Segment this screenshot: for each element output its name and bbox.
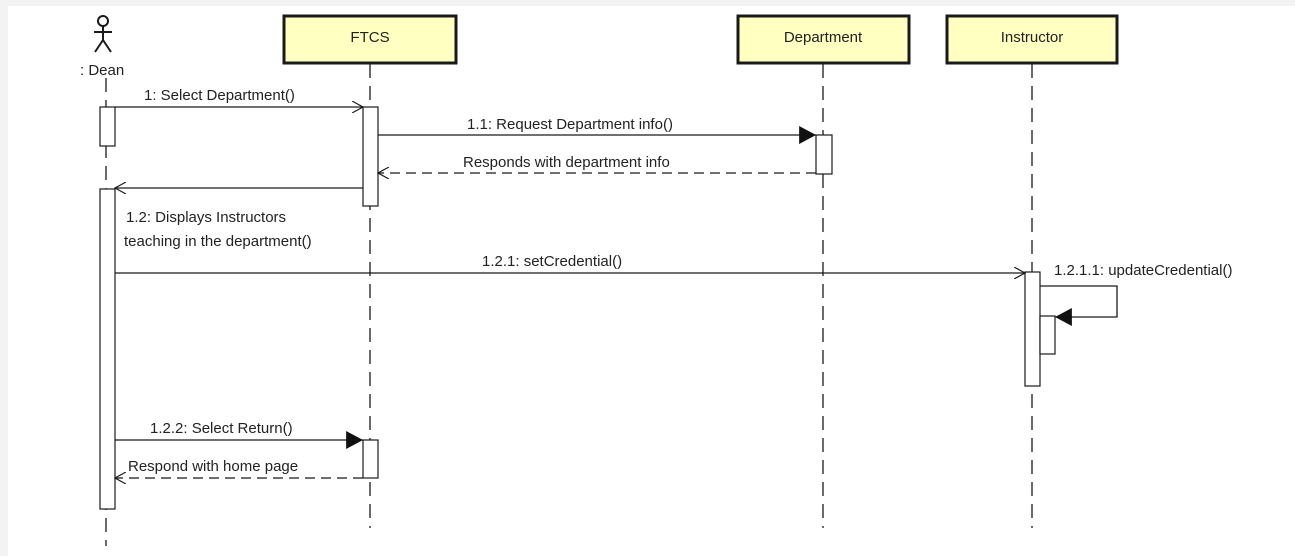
lifeline-header-ftcs[interactable]: FTCS — [282, 14, 458, 65]
lifeline-header-instructor-label: Instructor — [1001, 29, 1064, 46]
activation-bar-dean-2 — [99, 188, 116, 510]
activation-bar-ftcs-1 — [362, 106, 379, 207]
return-label-1-1: Responds with department info — [463, 154, 670, 171]
message-label-1-2-1: 1.2.1: setCredential() — [482, 253, 622, 270]
activation-bar-ftcs-2 — [362, 439, 379, 479]
message-label-1-2-2: 1.2.2: Select Return() — [150, 420, 293, 437]
lifeline-header-instructor[interactable]: Instructor — [945, 14, 1119, 65]
return-label-1-2-2: Respond with home page — [128, 458, 298, 475]
activation-bar-instructor-nested — [1039, 315, 1056, 355]
lifeline-header-department[interactable]: Department — [736, 14, 911, 65]
message-label-1-1: 1.1: Request Department info() — [467, 116, 673, 133]
activation-bar-instructor — [1024, 271, 1041, 387]
lifeline-header-ftcs-label: FTCS — [350, 29, 389, 46]
lifeline-header-department-label: Department — [784, 29, 863, 46]
sequence-diagram: : Dean FTCS Department Instructor 1: Sel… — [80, 14, 1232, 546]
actor-name: : Dean — [80, 62, 124, 79]
activation-bar-dean-1 — [99, 106, 116, 147]
diagram-canvas: : Dean FTCS Department Instructor 1: Sel… — [8, 6, 1295, 556]
message-arrow-1-2-1-1 — [1040, 285, 1118, 326]
activation-bar-department — [815, 134, 833, 175]
message-label-1: 1: Select Department() — [144, 87, 295, 104]
message-label-1-2-line1: 1.2: Displays Instructors — [126, 209, 286, 226]
stick-figure-actor-icon — [94, 15, 112, 53]
message-label-1-2-1-1: 1.2.1.1: updateCredential() — [1054, 262, 1232, 279]
message-label-1-2-line2: teaching in the department() — [124, 233, 312, 250]
